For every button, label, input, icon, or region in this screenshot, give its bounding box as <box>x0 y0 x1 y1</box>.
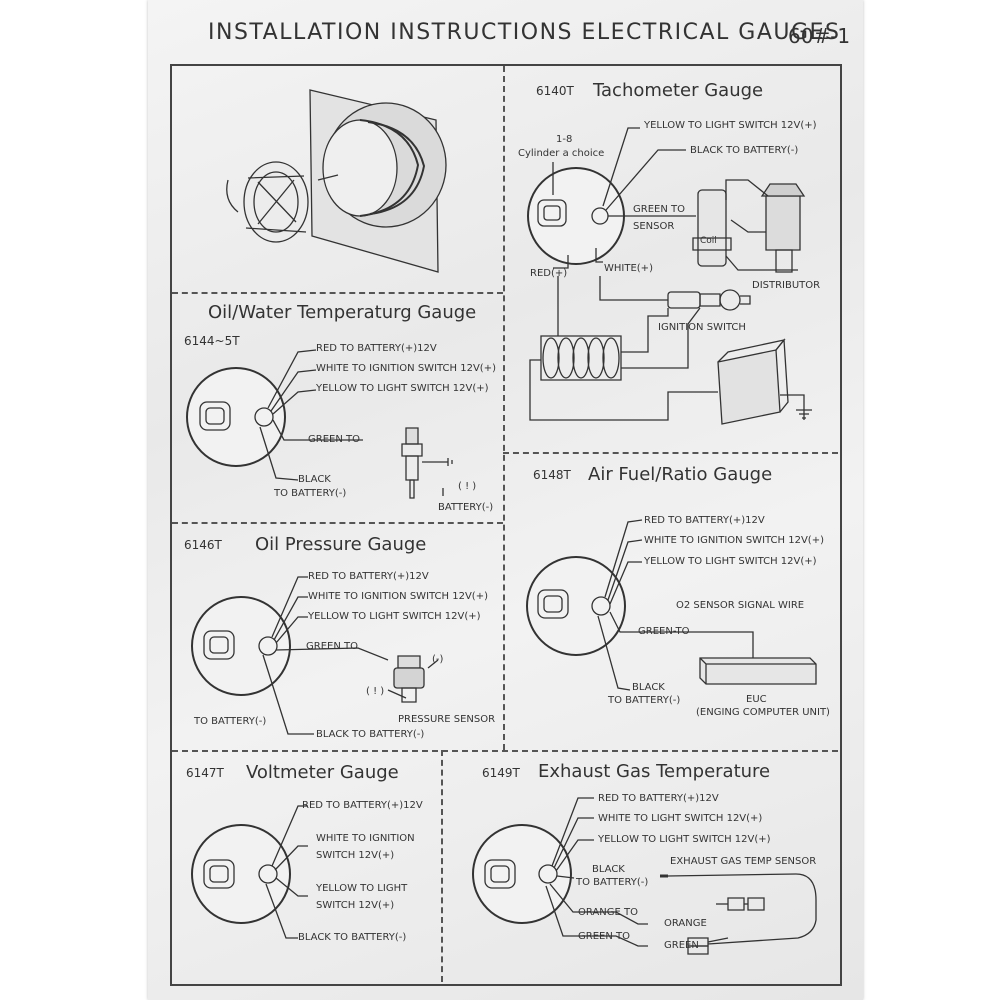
egt-orange: ORANGE <box>664 918 707 929</box>
oil-pressure-white-label: WHITE TO IGNITION SWITCH 12V(+) <box>308 591 488 602</box>
volt-yellow-1: YELLOW TO LIGHT <box>316 883 408 894</box>
tach-cyl-2: Cylinder a choice <box>518 148 605 159</box>
page-title: INSTALLATION INSTRUCTIONS ELECTRICAL GAU… <box>208 20 841 45</box>
oil-pressure-sensor-label: PRESSURE SENSOR <box>398 714 496 725</box>
tach-green-1: GREEN TO <box>633 204 685 215</box>
oil-pressure-green-label: GREEN TO <box>306 641 358 652</box>
tach-red-label: RED(+) <box>530 268 568 279</box>
tach-black-label: BLACK TO BATTERY(-) <box>690 145 799 156</box>
oil-water-red-label: RED TO BATTERY(+)12V <box>316 343 437 354</box>
oil-pressure-title: Oil Pressure Gauge <box>255 534 427 555</box>
oil-water-black-2: TO BATTERY(-) <box>274 488 347 499</box>
afr-code: 6148T <box>533 468 571 482</box>
tach-ignition-label: IGNITION SWITCH <box>658 322 746 333</box>
tach-white-label: WHITE(+) <box>604 263 653 274</box>
egt-orange-to: ORANGE TO <box>578 907 638 918</box>
oil-water-battery: BATTERY(-) <box>438 502 494 513</box>
oil-water-black-1: BLACK <box>298 474 331 485</box>
egt-white-label: WHITE TO LIGHT SWITCH 12V(+) <box>598 813 763 824</box>
tach-coil-label: Coil <box>700 236 717 246</box>
afr-black-2: TO BATTERY(-) <box>608 695 681 706</box>
oil-water-diagram <box>187 350 452 498</box>
afr-euc-2: (ENGING COMPUTER UNIT) <box>696 707 830 718</box>
volt-white-2: SWITCH 12V(+) <box>316 850 395 861</box>
egt-green: GREEN <box>664 940 699 951</box>
afr-green-label: GREEN-TO <box>638 626 690 637</box>
oil-water-yellow-label: YELLOW TO LIGHT SWITCH 12V(+) <box>316 383 489 394</box>
egt-black-1: BLACK <box>592 864 625 875</box>
volt-black-label: BLACK TO BATTERY(-) <box>298 932 407 943</box>
oil-pressure-to-battery: TO BATTERY(-) <box>194 716 267 727</box>
volt-yellow-2: SWITCH 12V(+) <box>316 900 395 911</box>
afr-title: Air Fuel/Ratio Gauge <box>588 464 773 485</box>
divider-left-2 <box>172 522 503 524</box>
divider-left-1 <box>172 292 503 294</box>
afr-diagram <box>527 520 816 690</box>
tach-distributor-label: DISTRIBUTOR <box>752 280 821 291</box>
instruction-sheet: INSTALLATION INSTRUCTIONS ELECTRICAL GAU… <box>148 0 863 1000</box>
wiring-diagrams-svg <box>148 0 863 1000</box>
volt-code: 6147T <box>186 766 224 780</box>
egt-green-to: GREEN TO <box>578 931 630 942</box>
oil-pressure-yellow-label: YELLOW TO LIGHT SWITCH 12V(+) <box>308 611 481 622</box>
afr-o2-label: O2 SENSOR SIGNAL WIRE <box>676 600 805 611</box>
volt-title: Voltmeter Gauge <box>246 762 399 783</box>
afr-white-label: WHITE TO IGNITION SWITCH 12V(+) <box>644 535 824 546</box>
oil-water-neg: ( ! ) <box>458 481 477 492</box>
egt-code: 6149T <box>482 766 520 780</box>
volt-white-1: WHITE TO IGNITION <box>316 833 415 844</box>
afr-red-label: RED TO BATTERY(+)12V <box>644 515 765 526</box>
afr-black-1: BLACK <box>632 682 665 693</box>
afr-yellow-label: YELLOW TO LIGHT SWITCH 12V(+) <box>644 556 817 567</box>
tach-cyl-1: 1-8 <box>556 134 573 145</box>
egt-yellow-label: YELLOW TO LIGHT SWITCH 12V(+) <box>598 834 771 845</box>
divider-right-1 <box>503 452 838 454</box>
mounting-illustration <box>227 90 446 272</box>
egt-diagram <box>473 798 816 954</box>
afr-euc-1: EUC <box>746 694 767 705</box>
tach-code: 6140T <box>536 84 574 98</box>
oil-pressure-red-label: RED TO BATTERY(+)12V <box>308 571 429 582</box>
oil-water-title: Oil/Water Temperaturg Gauge <box>208 302 477 323</box>
egt-sensor-label: EXHAUST GAS TEMP SENSOR <box>670 856 817 867</box>
page-code: 60#-1 <box>788 24 851 48</box>
divider-vertical-top <box>503 66 505 750</box>
volt-red-label: RED TO BATTERY(+)12V <box>302 800 423 811</box>
oil-pressure-neg: (-) <box>432 654 444 665</box>
divider-bottom <box>172 750 838 752</box>
tach-yellow-label: YELLOW TO LIGHT SWITCH 12V(+) <box>644 120 817 131</box>
oil-pressure-code: 6146T <box>184 538 222 552</box>
egt-title: Exhaust Gas Temperature <box>538 761 771 782</box>
volt-diagram <box>192 806 308 938</box>
oil-pressure-diagram <box>192 577 438 734</box>
tach-diagram <box>528 128 812 424</box>
oil-water-code: 6144~5T <box>184 334 240 348</box>
oil-water-white-label: WHITE TO IGNITION SWITCH 12V(+) <box>316 363 496 374</box>
oil-pressure-black-label: BLACK TO BATTERY(-) <box>316 729 425 740</box>
oil-pressure-pos: ( ! ) <box>366 686 385 697</box>
tach-green-2: SENSOR <box>633 221 675 232</box>
egt-red-label: RED TO BATTERY(+)12V <box>598 793 719 804</box>
diagram-frame <box>170 64 842 986</box>
divider-vertical-bottom <box>441 750 443 982</box>
tach-title: Tachometer Gauge <box>593 80 764 101</box>
oil-water-green-label: GREEN TO <box>308 434 360 445</box>
egt-black-2: TO BATTERY(-) <box>576 877 649 888</box>
